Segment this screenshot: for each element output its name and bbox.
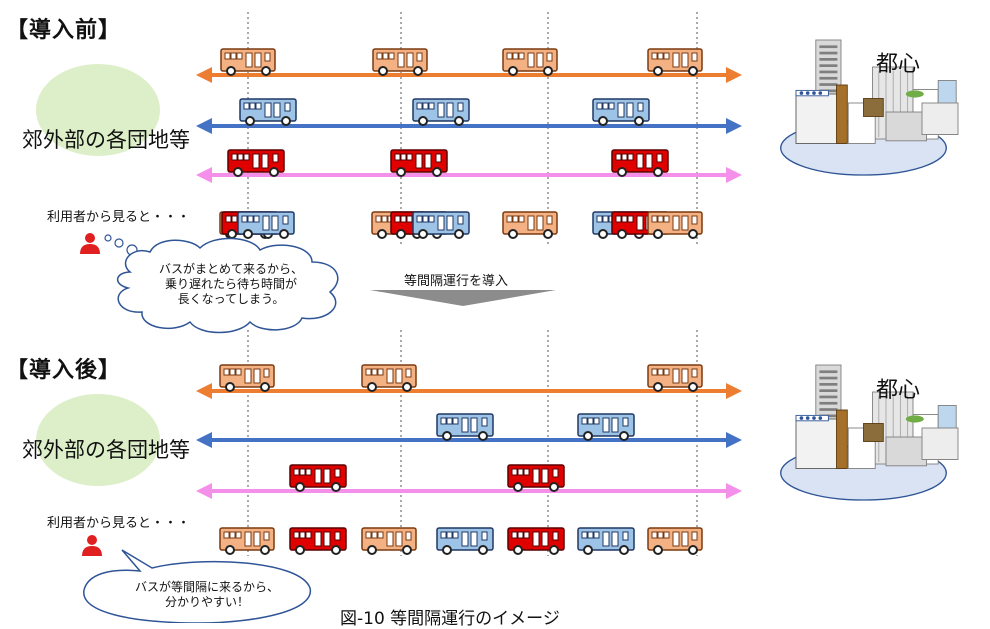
bus-icon [390, 149, 448, 177]
route-blue-before [196, 118, 742, 134]
transition-label: 等間隔運行を導入 [404, 274, 509, 289]
city-skyline-icon [780, 364, 959, 501]
bus-icon [412, 211, 470, 239]
route-pink-before [196, 167, 742, 183]
speech-bubble [83, 549, 311, 623]
bus-icon [219, 527, 275, 555]
heading-after: 【導入後】 [6, 358, 122, 383]
bus-icon [412, 98, 470, 126]
figure-caption: 図-10 等間隔運行のイメージ [340, 609, 560, 629]
bus-icon [611, 149, 669, 177]
heading-before: 【導入前】 [6, 18, 122, 43]
user-label-before: 利用者から見ると・・・ [47, 210, 191, 225]
person-icon [82, 535, 102, 556]
bus-icon [577, 527, 635, 555]
bus-icon [502, 211, 558, 239]
route-orange-before [196, 67, 742, 83]
bus-icon [647, 527, 703, 555]
suburban-area-blob-after [36, 394, 160, 486]
speech-line-1: バスが等間隔に来るから、 [134, 580, 279, 594]
bus-icon [647, 364, 703, 392]
city-label-after: 都心 [876, 378, 921, 403]
bus-icon [436, 527, 494, 555]
bus-icon [361, 527, 417, 555]
route-pink-after [196, 483, 742, 499]
thought-bubble [117, 237, 339, 334]
thought-line-1: バスがまとめて来るから、 [158, 262, 303, 276]
bus-icon [237, 211, 295, 239]
stop-guide-lines-before [247, 12, 698, 245]
bus-icon [577, 413, 635, 441]
thought-line-2: 乗り遅れたら待ち時間が [164, 277, 297, 291]
suburban-area-blob-before [36, 64, 160, 156]
route-orange-after [196, 383, 742, 399]
area-label-before: 郊外部の各団地等 [22, 128, 190, 152]
bus-icon [436, 413, 494, 441]
route-blue-after [196, 432, 742, 448]
area-label-after: 郊外部の各団地等 [22, 438, 190, 462]
bus-icon [361, 364, 417, 392]
bus-icon [220, 48, 276, 76]
bus-icon [219, 364, 275, 392]
thought-bubble-text: バスがまとめて来るから、 乗り遅れたら待ち時間が 長くなってしまう。 [148, 262, 314, 307]
stop-guide-lines-after [247, 330, 698, 556]
bus-icon [227, 149, 285, 177]
city-label-before: 都心 [876, 52, 921, 77]
bus-icon [239, 98, 297, 126]
bus-icon [289, 464, 347, 492]
bus-icon [647, 48, 703, 76]
bus-icon [592, 98, 650, 126]
bus-icon [507, 464, 565, 492]
bus-icon [647, 211, 703, 239]
speech-line-2: 分かりやすい！ [164, 595, 249, 609]
bus-icon [289, 527, 347, 555]
speech-bubble-text: バスが等間隔に来るから、 分かりやすい！ [112, 580, 302, 610]
person-icon [80, 233, 100, 254]
city-skyline-icon [780, 39, 959, 176]
user-label-after: 利用者から見ると・・・ [47, 516, 191, 531]
bus-icon [507, 527, 565, 555]
bus-icon [502, 48, 558, 76]
down-arrow [370, 290, 556, 306]
bus-icon [372, 48, 428, 76]
thought-line-3: 長くなってしまう。 [177, 292, 285, 306]
